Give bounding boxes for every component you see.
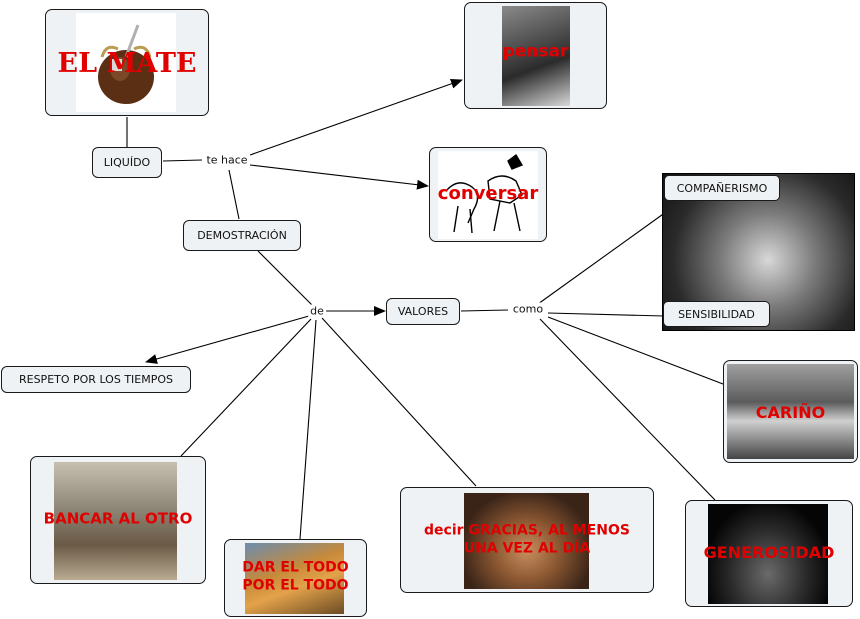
gracias-label-line1: decir GRACIAS, AL MENOS <box>401 523 653 541</box>
bancar-label: BANCAR AL OTRO <box>31 510 205 529</box>
link-como-sensibilidad <box>548 313 664 316</box>
link-de-bancar <box>181 319 311 456</box>
concept-valores[interactable]: VALORES <box>386 298 460 325</box>
link-demostracion-de <box>258 251 312 305</box>
dar-label: DAR EL TODO POR EL TODO <box>225 560 366 595</box>
carino-card[interactable]: CARIÑO <box>723 360 858 463</box>
link-tehace-pensar <box>250 80 462 155</box>
el-mate-title: EL MATE <box>46 47 208 81</box>
link-como-companerismo <box>538 212 666 304</box>
linking-phrase-te-hace: te hace <box>204 154 249 167</box>
link-valores-como <box>461 310 508 311</box>
dar-label-line2: POR EL TODO <box>225 577 366 595</box>
concept-demostracion[interactable]: DEMOSTRACIÓN <box>183 220 301 251</box>
link-de-gracias <box>322 318 476 486</box>
dar-label-line1: DAR EL TODO <box>225 560 366 578</box>
linking-phrase-como: como <box>511 303 545 316</box>
carino-label: CARIÑO <box>724 403 857 423</box>
link-liquido-tehace <box>163 160 202 161</box>
gracias-label-line2: UNA VEZ AL DÍA <box>401 540 653 558</box>
link-de-dar <box>300 320 316 539</box>
pensar-label: pensar <box>465 41 606 62</box>
link-de-respeto <box>146 316 309 362</box>
concept-respeto[interactable]: RESPETO POR LOS TIEMPOS <box>1 366 191 393</box>
pensar-card[interactable]: pensar <box>464 2 607 109</box>
generosidad-label: GENEROSIDAD <box>686 543 852 563</box>
conversar-label: conversar <box>430 183 546 206</box>
link-tehace-demostracion <box>229 170 239 219</box>
concept-liquido[interactable]: LIQUÍDO <box>92 147 162 178</box>
bancar-card[interactable]: BANCAR AL OTRO <box>30 456 206 584</box>
link-tehace-conversar <box>250 165 428 186</box>
concept-companerismo[interactable]: COMPAÑERISMO <box>664 175 780 201</box>
gracias-card[interactable]: decir GRACIAS, AL MENOS UNA VEZ AL DÍA <box>400 487 654 593</box>
gracias-label: decir GRACIAS, AL MENOS UNA VEZ AL DÍA <box>401 523 653 558</box>
concept-sensibilidad[interactable]: SENSIBILIDAD <box>663 301 770 327</box>
link-como-generosidad <box>540 319 715 500</box>
dar-card[interactable]: DAR EL TODO POR EL TODO <box>224 539 367 617</box>
conversar-card[interactable]: conversar <box>429 147 547 242</box>
generosidad-card[interactable]: GENEROSIDAD <box>685 500 853 607</box>
el-mate-card[interactable]: EL MATE <box>45 9 209 116</box>
linking-phrase-de: de <box>308 305 326 318</box>
